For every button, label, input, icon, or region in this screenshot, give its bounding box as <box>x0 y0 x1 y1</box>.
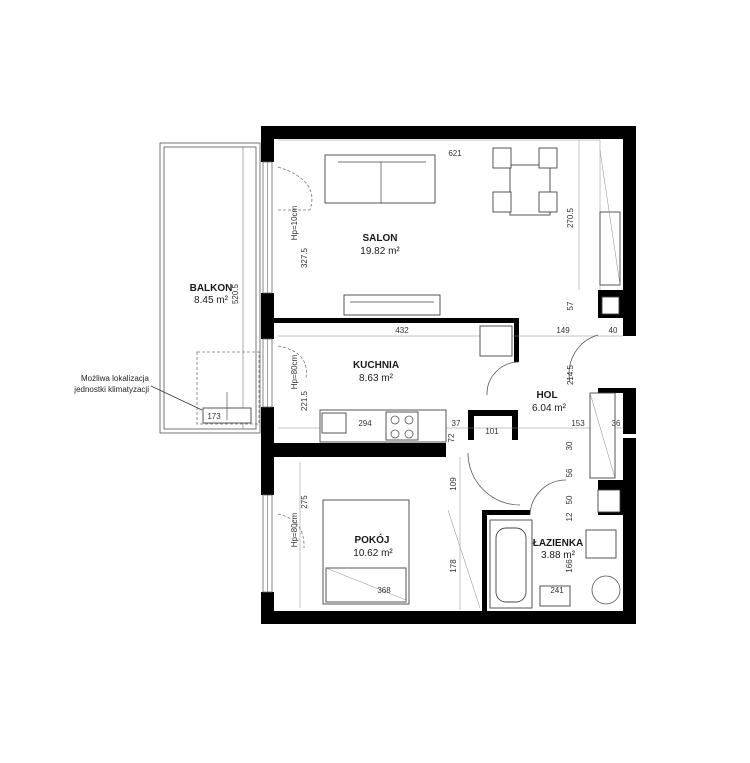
washing-machine <box>591 575 621 605</box>
dim-178: 178 <box>449 559 458 573</box>
salon-furniture <box>277 147 621 316</box>
dim-149: 149 <box>556 326 570 335</box>
dim-56: 56 <box>565 468 574 477</box>
windows <box>262 161 273 593</box>
dim-balkon-unit: 173 <box>207 412 221 421</box>
dim-12: 12 <box>565 512 574 521</box>
dim-241: 241 <box>550 586 564 595</box>
dim-salon-right: 270.5 <box>566 207 575 228</box>
pokoj-name: POKÓJ <box>354 533 389 546</box>
dim-bedroom-height: 275 <box>300 495 309 509</box>
dim-window-sill-1: Hp=10cm <box>290 205 299 240</box>
salon-name: SALON <box>363 233 398 244</box>
dim-salon-width: 621 <box>448 149 462 158</box>
sink <box>321 412 347 434</box>
kuchnia-area: 8.63 m² <box>359 373 394 384</box>
balcony-area <box>159 142 261 434</box>
cooktop <box>385 411 419 441</box>
dim-salon-height: 327.5 <box>300 247 309 268</box>
ac-note-line1: Możliwa lokalizacja <box>81 374 150 383</box>
lazienka-area: 3.88 m² <box>541 550 576 561</box>
fridge <box>479 325 513 357</box>
dim-kitchen-height: 221.5 <box>300 390 309 411</box>
dim-153: 153 <box>571 419 585 428</box>
kitchen-furniture <box>277 325 513 443</box>
ac-note-leader <box>150 385 203 411</box>
kuchnia-name: KUCHNIA <box>353 360 399 371</box>
washbasin <box>539 585 571 607</box>
bathroom-furniture <box>489 489 621 609</box>
dim-30: 30 <box>565 441 574 450</box>
dim-window-sill-2: Hp=80cm <box>290 354 299 389</box>
dim-40: 40 <box>609 326 618 335</box>
bedroom-furniture <box>277 499 481 609</box>
salon-area: 19.82 m² <box>360 246 400 257</box>
dim-72: 72 <box>447 433 456 442</box>
dim-166: 166 <box>565 559 574 573</box>
doors <box>467 334 599 516</box>
dim-109: 109 <box>449 477 458 491</box>
tv-cabinet <box>343 294 441 316</box>
balkon-area: 8.45 m² <box>194 295 229 306</box>
dim-36: 36 <box>612 419 621 428</box>
hall-furniture <box>589 296 620 479</box>
dim-101: 101 <box>485 427 499 436</box>
dim-balkon-length: 520.5 <box>231 283 240 304</box>
dim-kitchen-width: 432 <box>395 326 409 335</box>
balkon-name: BALKON <box>190 283 233 294</box>
lazienka-name: ŁAZIENKA <box>533 538 584 549</box>
hol-name: HOL <box>536 390 557 401</box>
toilet <box>585 529 617 559</box>
ac-note-line2: jednostki klimatyzacji <box>73 385 149 394</box>
walls <box>261 126 636 624</box>
hol-area: 6.04 m² <box>532 403 567 414</box>
dim-bedroom-width: 368 <box>377 586 391 595</box>
sofa <box>324 154 436 204</box>
dim-kitchen-counter: 294 <box>358 419 372 428</box>
dim-57: 57 <box>566 301 575 310</box>
pokoj-area: 10.62 m² <box>353 548 393 559</box>
dim-window-sill-3: Hp=80cm <box>290 512 299 547</box>
dim-50: 50 <box>565 495 574 504</box>
dim-37: 37 <box>452 419 461 428</box>
dim-214: 214.5 <box>566 364 575 385</box>
